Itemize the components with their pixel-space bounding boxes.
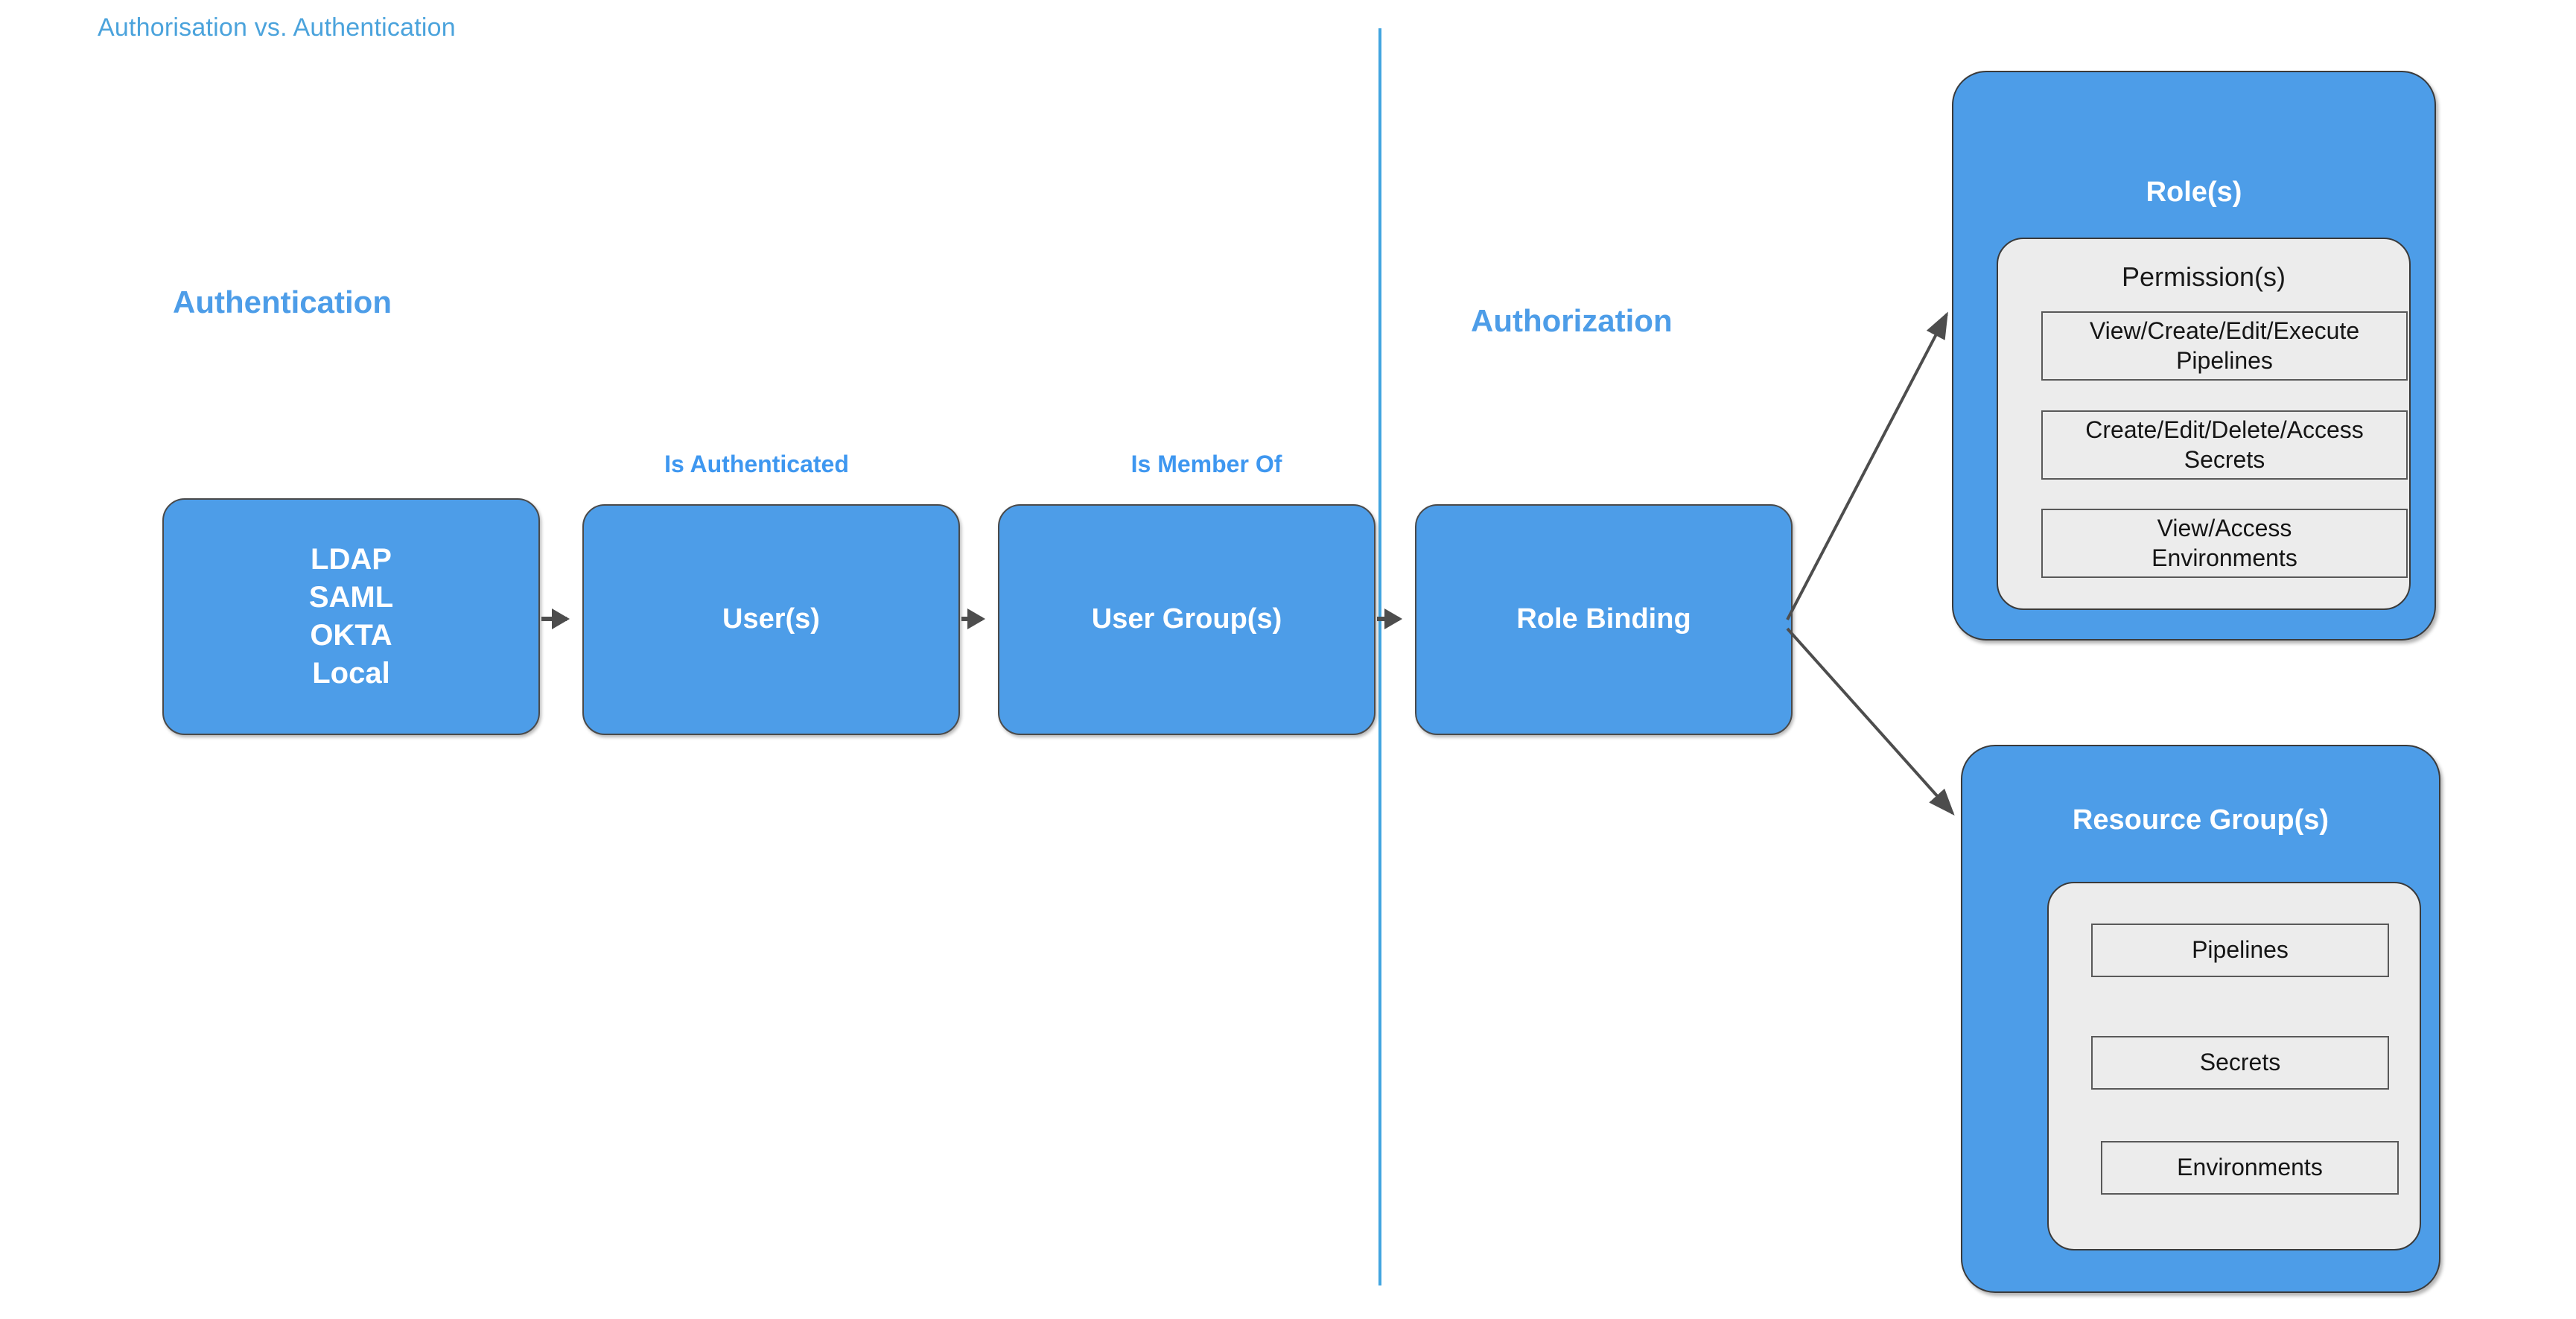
node-user-groups-label: User Group(s)	[1091, 603, 1282, 635]
permission-item[interactable]: View/Create/Edit/Execute Pipelines	[2041, 311, 2408, 381]
arrow-idp-to-users	[541, 608, 570, 629]
resource-item[interactable]: Secrets	[2091, 1036, 2389, 1090]
panel-roles-inner: Permission(s) View/Create/Edit/Execute P…	[1997, 238, 2411, 610]
panel-resource-groups-title: Resource Group(s)	[2072, 804, 2329, 836]
permission-item[interactable]: View/Access Environments	[2041, 509, 2408, 578]
node-users-label: User(s)	[722, 603, 820, 635]
panel-roles-title: Role(s)	[2146, 177, 2242, 208]
node-identity-providers[interactable]: LDAP SAML OKTA Local	[162, 498, 540, 735]
edge-label-is-member-of: Is Member Of	[1130, 451, 1282, 477]
permission-item[interactable]: Create/Edit/Delete/Access Secrets	[2041, 410, 2408, 480]
authorization-heading: Authorization	[1471, 303, 1673, 338]
arrow-to-resource-groups	[1786, 627, 1955, 816]
panel-resource-groups-inner: Pipelines Secrets Environments	[2047, 882, 2421, 1250]
node-role-binding[interactable]: Role Binding	[1415, 504, 1793, 735]
arrow-users-to-groups	[961, 608, 985, 629]
edge-label-is-authenticated: Is Authenticated	[664, 451, 849, 477]
node-users[interactable]: User(s)	[582, 504, 960, 735]
panel-resource-groups[interactable]: Resource Group(s) Pipelines Secrets Envi…	[1961, 745, 2440, 1293]
arrow-groups-to-role-binding	[1377, 608, 1402, 629]
panel-roles[interactable]: Role(s) Permission(s) View/Create/Edit/E…	[1952, 71, 2436, 641]
node-identity-providers-label: LDAP SAML OKTA Local	[308, 542, 394, 690]
authentication-heading: Authentication	[173, 285, 392, 320]
section-divider	[1378, 28, 1381, 1285]
arrow-to-roles	[1786, 311, 1948, 620]
node-role-binding-label: Role Binding	[1516, 603, 1691, 635]
page-title: Authorisation vs. Authentication	[98, 13, 456, 42]
resource-item[interactable]: Pipelines	[2091, 924, 2389, 977]
branch-arrows	[1786, 311, 1955, 816]
permissions-label: Permission(s)	[2121, 261, 2286, 292]
node-user-groups[interactable]: User Group(s)	[998, 504, 1376, 735]
resource-item[interactable]: Environments	[2101, 1141, 2399, 1195]
